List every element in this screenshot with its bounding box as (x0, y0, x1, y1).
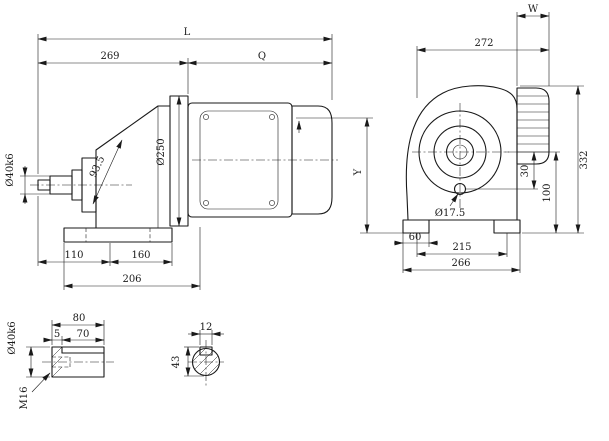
dim-label-30: 30 (520, 165, 531, 178)
dim-label-60: 60 (409, 232, 422, 243)
gearbox-housing (95, 105, 171, 229)
dim-label-hole-diameter: Ø17.5 (435, 208, 465, 219)
dim-label-70: 70 (77, 329, 90, 340)
shaft-end-detail: 80 5 70 Ø40k6 M16 (7, 313, 114, 409)
end-view-dimensions (296, 12, 584, 273)
mounting-foot (63, 227, 173, 243)
dim-label-Q: Q (258, 51, 266, 62)
dim-label-266: 266 (451, 258, 470, 269)
dim-label-110: 110 (64, 250, 83, 261)
dim-label-80: 80 (73, 313, 86, 324)
key-section-detail: 12 43 (171, 322, 224, 386)
mounting-hole (453, 182, 467, 196)
shaft-detail-dimensions (26, 320, 105, 393)
dim-label-272: 272 (474, 38, 493, 49)
end-view-outline (402, 85, 550, 234)
end-view-centerlines (412, 103, 509, 209)
dim-label-flange-diameter: Ø250 (156, 138, 167, 165)
left-foot (402, 219, 430, 234)
output-boss-mid (433, 125, 487, 179)
dim-label-5: 5 (54, 329, 60, 340)
output-boss-outer (418, 110, 502, 194)
dim-label-shaft-diameter: Ø40k6 (5, 153, 16, 186)
dim-label-215: 215 (452, 242, 471, 253)
housing-front (405, 85, 518, 221)
fan-cover (291, 105, 333, 215)
keyway-notch (199, 346, 213, 356)
fan-cowl (516, 87, 550, 165)
dim-label-L: L (184, 27, 191, 38)
side-view: L 269 Q Ø40k6 93.5 Ø250 110 160 206 (5, 27, 338, 290)
dim-label-269: 269 (100, 51, 119, 62)
dim-label-160: 160 (131, 250, 150, 261)
thread-leader (31, 372, 51, 393)
end-view: W 272 332 30 100 Ø17.5 60 215 266 Y (296, 4, 590, 273)
shaft-section-circle (191, 347, 221, 377)
hole-leader (449, 193, 459, 207)
key-detail-dimensions (184, 330, 224, 377)
shaft-detail-outline (51, 346, 105, 378)
dim-label-Y: Y (353, 168, 364, 176)
dim-label-100: 100 (542, 183, 553, 202)
dim-label-206: 206 (122, 274, 141, 285)
dim-label-detail-shaft-diameter: Ø40k6 (7, 321, 18, 354)
shaft-end-body (51, 346, 105, 378)
right-foot (493, 219, 521, 234)
side-view-dimensions (20, 34, 333, 290)
dim-label-thread: M16 (19, 387, 30, 410)
dim-label-W: W (528, 4, 539, 15)
motor-stator (199, 110, 279, 210)
output-shaft-bore (445, 137, 475, 167)
dim-label-332: 332 (579, 150, 590, 169)
dim-label-43: 43 (171, 356, 182, 369)
side-view-outline (37, 95, 333, 243)
dim-label-12: 12 (200, 322, 213, 333)
